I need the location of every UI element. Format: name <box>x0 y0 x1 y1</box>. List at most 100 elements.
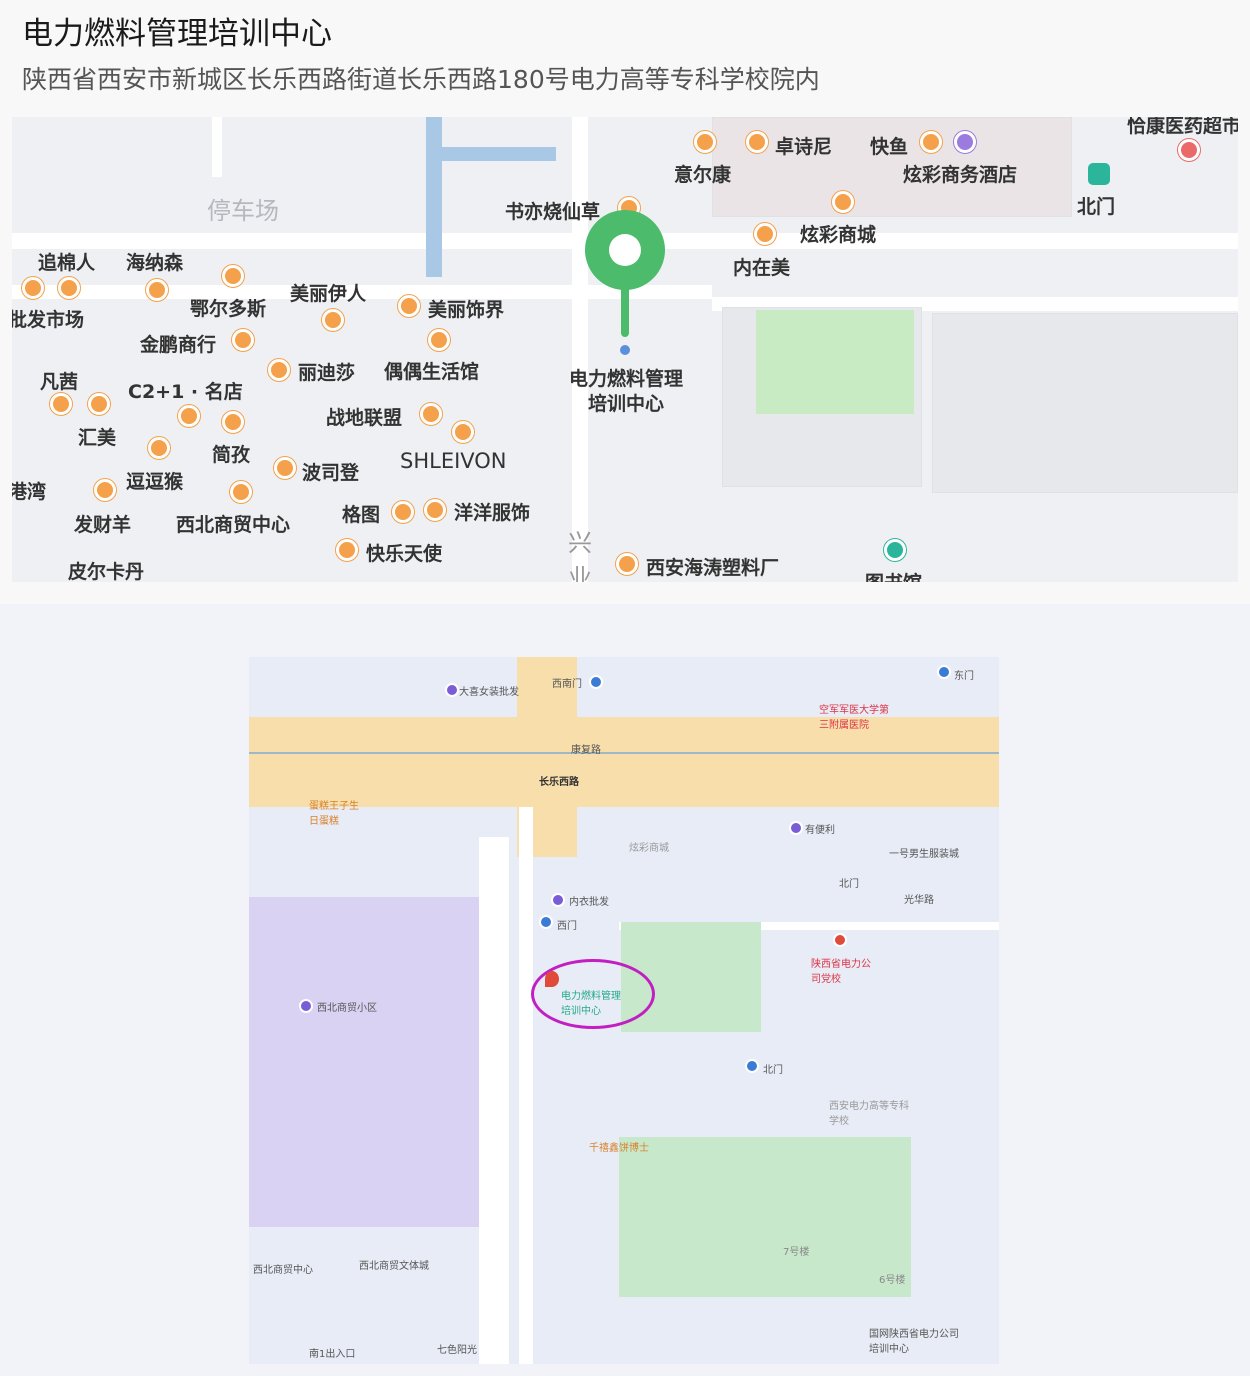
main-road <box>249 717 999 807</box>
map-label: 美丽饰界 <box>428 299 505 321</box>
shop-poi-icon[interactable] <box>50 393 72 415</box>
shop-poi-icon[interactable] <box>420 403 442 425</box>
map-label: 空军军医大学第三附属医院 <box>819 705 889 731</box>
sports-field <box>619 1137 911 1297</box>
map-label: 西南门 <box>552 679 582 690</box>
shop-poi-icon[interactable] <box>832 191 854 213</box>
map-label: 批发市场 <box>12 309 85 331</box>
shop-poi-icon[interactable] <box>148 437 170 459</box>
map-label: 南1出入口 <box>309 1349 356 1360</box>
shop-poi-icon[interactable] <box>920 131 942 153</box>
location-pin-icon[interactable] <box>582 207 672 357</box>
place-address: 陕西省西安市新城区长乐西路街道长乐西路180号电力高等专科学校院内 <box>22 65 820 94</box>
map-label: 追棉人 <box>38 252 96 274</box>
place-title: 电力燃料管理培训中心 <box>22 16 332 52</box>
map-label: 北门 <box>839 879 859 890</box>
map-label: 停车场 <box>207 197 279 225</box>
shop-poi-icon[interactable] <box>428 329 450 351</box>
map-label: 金鹏商行 <box>140 334 217 356</box>
shop-poi-icon[interactable] <box>94 479 116 501</box>
parking-icon <box>539 915 553 929</box>
map-label: 6号楼 <box>879 1275 906 1286</box>
map-label: 美丽伊人 <box>290 283 367 305</box>
shop-poi-icon[interactable] <box>146 279 168 301</box>
map-label: 长乐西路 <box>539 777 579 788</box>
poi-icon <box>551 893 565 907</box>
map-label: 简孜 <box>212 444 251 466</box>
shop-poi-icon[interactable] <box>398 295 420 317</box>
map-label: 鄂尔多斯 <box>190 298 267 320</box>
shop-poi-icon[interactable] <box>58 277 80 299</box>
subway-line <box>426 147 556 161</box>
map-label: 洋洋服饰 <box>454 502 531 524</box>
map-label: 格图 <box>342 504 381 526</box>
shop-poi-icon[interactable] <box>392 501 414 523</box>
subway-line <box>426 117 442 277</box>
map-label: 康复路 <box>571 745 601 756</box>
map-label: 有便利 <box>805 825 835 836</box>
place-header-card: 电力燃料管理培训中心 陕西省西安市新城区长乐西路街道长乐西路180号电力高等专科… <box>0 0 1250 604</box>
map-label: 西安电力高等专科学校 <box>829 1101 909 1127</box>
shop-poi-icon[interactable] <box>452 421 474 443</box>
shop-poi-icon[interactable] <box>616 553 638 575</box>
map-top[interactable]: 停车场 追棉人 海纳森 批发市场 鄂尔多斯 美丽伊人 美丽饰界 金鹏商行 丽迪莎… <box>12 117 1238 582</box>
map-label: 北门 <box>1077 196 1116 218</box>
shop-poi-icon[interactable] <box>268 359 290 381</box>
subway-line <box>249 752 999 754</box>
map-label: 光华路 <box>904 895 934 906</box>
map-label: 丽迪莎 <box>298 362 356 384</box>
shop-poi-icon[interactable] <box>274 457 296 479</box>
shop-poi-icon[interactable] <box>424 499 446 521</box>
map-label: 战地联盟 <box>326 407 403 429</box>
shop-poi-icon[interactable] <box>232 329 254 351</box>
road <box>479 837 509 1364</box>
map-label: 皮尔卡丹 <box>68 561 145 582</box>
block <box>712 117 1072 217</box>
map-label: 西北商贸小区 <box>317 1003 377 1014</box>
map-label: 兴业 <box>568 529 592 582</box>
map-label: 国网陕西省电力公司培训中心 <box>869 1329 959 1355</box>
map-label: 逗逗猴 <box>126 471 184 493</box>
shop-poi-icon[interactable] <box>222 411 244 433</box>
map-label: 图书馆 <box>865 568 922 582</box>
map-label: 电力燃料管理培训中心 <box>561 991 621 1017</box>
poi-icon <box>299 999 313 1013</box>
road <box>519 807 533 1364</box>
map-label: 恰康医药超市 <box>1127 117 1238 137</box>
shop-poi-icon[interactable] <box>754 223 776 245</box>
map-label: 千禧鑫饼博士 <box>589 1143 649 1154</box>
pharmacy-poi-icon[interactable] <box>1178 139 1200 161</box>
shop-poi-icon[interactable] <box>322 309 344 331</box>
map-label: 西北商贸中心 <box>253 1265 313 1276</box>
map-label: 内在美 <box>733 257 791 279</box>
market-area <box>249 897 479 1227</box>
shop-poi-icon[interactable] <box>694 131 716 153</box>
map-label: 七色阳光 <box>437 1345 477 1356</box>
map-label: 大喜女装批发 <box>459 687 519 698</box>
map-label: 炫彩商城 <box>629 843 669 854</box>
map-label: 蛋糕王子生日蛋糕 <box>309 801 359 827</box>
hotel-poi-icon[interactable] <box>954 131 976 153</box>
map-label: 波司登 <box>302 462 360 484</box>
map-label: 陕西省电力公司党校 <box>811 959 871 985</box>
shop-poi-icon[interactable] <box>746 131 768 153</box>
poi-icon <box>445 683 459 697</box>
map-label: 内衣批发 <box>569 897 609 908</box>
poi-icon <box>789 821 803 835</box>
target-place-label: 电力燃料管理培训中心 <box>568 368 683 415</box>
map-label: 意尔康 <box>674 164 732 186</box>
shop-poi-icon[interactable] <box>22 277 44 299</box>
library-poi-icon[interactable] <box>884 539 906 561</box>
map-label: 西安海涛塑料厂 <box>646 557 780 579</box>
shop-poi-icon[interactable] <box>222 265 244 287</box>
map-label: SHLEIVON <box>400 449 507 473</box>
shop-poi-icon[interactable] <box>336 539 358 561</box>
shop-poi-icon[interactable] <box>88 393 110 415</box>
parking-icon <box>589 675 603 689</box>
road <box>12 285 712 299</box>
shop-poi-icon[interactable] <box>178 405 200 427</box>
shop-poi-icon[interactable] <box>230 481 252 503</box>
map-label: 发财羊 <box>74 514 132 536</box>
map-label: 7号楼 <box>783 1247 810 1258</box>
map-label: 卓诗尼 <box>775 136 833 158</box>
